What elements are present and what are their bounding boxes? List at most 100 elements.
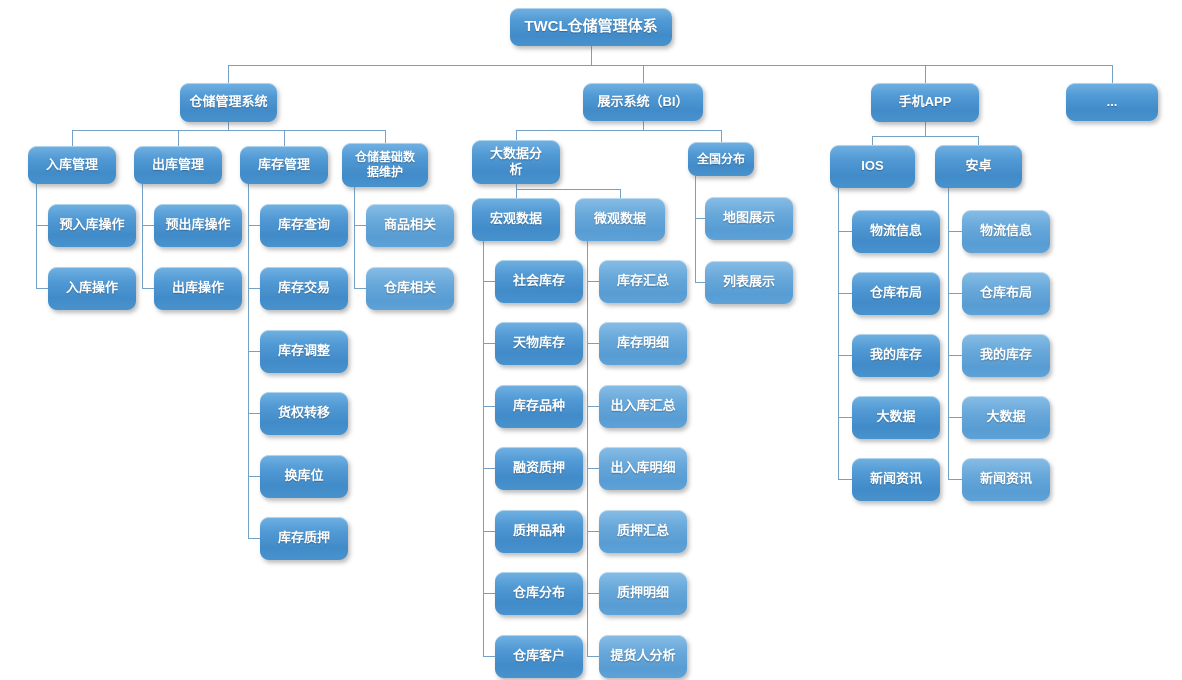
connector-line-vertical: [1111, 64, 1113, 83]
org-node-ios-my-inventory: 我的库存: [852, 334, 940, 377]
org-node-label: 仓库相关: [383, 280, 436, 296]
connector-line-horizontal: [837, 478, 852, 480]
org-node-label: 库存调整: [277, 343, 330, 359]
connector-line-horizontal: [482, 342, 495, 344]
org-node-label: 微观数据: [593, 211, 646, 227]
org-node-label: 我的库存: [869, 347, 922, 363]
connector-line-horizontal: [586, 342, 599, 344]
org-node-picker-analysis: 提货人分析: [599, 635, 687, 678]
org-node-inventory-query: 库存查询: [260, 204, 348, 247]
connector-line-horizontal: [515, 188, 620, 190]
org-node-label: 出入库明细: [610, 460, 676, 476]
connector-line-horizontal: [353, 224, 366, 226]
connector-line-vertical: [642, 64, 644, 83]
connector-line-vertical: [924, 120, 926, 136]
connector-line-horizontal: [586, 530, 599, 532]
org-node-pledge-detail: 质押明细: [599, 572, 687, 615]
connector-line-horizontal: [141, 287, 154, 289]
org-node-inbound-op: 入库操作: [48, 267, 136, 310]
connector-line-vertical: [141, 183, 143, 289]
org-node-label: 列表展示: [722, 274, 775, 290]
org-node-list-display: 列表展示: [705, 261, 793, 304]
org-node-micro-data: 微观数据: [575, 198, 665, 241]
connector-line-horizontal: [586, 592, 599, 594]
org-node-label: 新闻资讯: [979, 471, 1032, 487]
connector-line-vertical: [227, 121, 229, 130]
org-node-label: 仓库布局: [979, 285, 1032, 301]
org-node-mobile-app: 手机APP: [871, 83, 979, 122]
org-node-label: 入库管理: [45, 156, 98, 172]
connector-line-vertical: [353, 186, 355, 289]
org-node-label: 大数据: [876, 409, 916, 425]
connector-line-vertical: [694, 175, 696, 283]
org-node-label: 出库管理: [151, 156, 204, 172]
connector-line-vertical: [837, 187, 839, 480]
connector-line-vertical: [515, 188, 517, 198]
connector-line-vertical: [482, 240, 484, 657]
org-node-label: 库存交易: [277, 280, 330, 296]
org-node-big-data-analysis: 大数据分析: [472, 140, 560, 184]
connector-line-vertical: [871, 135, 873, 145]
org-node-label: 天物库存: [512, 335, 565, 351]
connector-line-horizontal: [482, 530, 495, 532]
org-node-social-inventory: 社会库存: [495, 260, 583, 303]
org-node-inventory-mgmt: 库存管理: [240, 146, 328, 184]
connector-line-vertical: [977, 135, 979, 145]
org-node-tianwu-inventory: 天物库存: [495, 322, 583, 365]
org-node-inout-detail: 出入库明细: [599, 447, 687, 490]
connector-line-horizontal: [482, 592, 495, 594]
org-node-label: 出入库汇总: [610, 398, 676, 414]
connector-line-horizontal: [947, 478, 962, 480]
org-node-label: 质押汇总: [616, 523, 669, 539]
org-node-label: 入库操作: [65, 280, 118, 296]
org-node-label: 预出库操作: [165, 217, 231, 233]
org-node-label: 仓储基础数据维护: [354, 150, 415, 179]
connector-line-horizontal: [694, 281, 705, 283]
org-node-more: ...: [1066, 83, 1158, 121]
connector-line-horizontal: [947, 230, 962, 232]
org-node-label: 全国分布: [696, 151, 745, 166]
org-node-ios-logistics-info: 物流信息: [852, 210, 940, 253]
org-node-label: 大数据分析: [489, 145, 542, 177]
org-node-inbound-mgmt: 入库管理: [28, 146, 116, 184]
connector-line-vertical: [619, 188, 621, 198]
connector-line-horizontal: [353, 287, 366, 289]
org-node-national-distribution: 全国分布: [688, 142, 754, 176]
org-node-inventory-summary: 库存汇总: [599, 260, 687, 303]
org-node-label: 新闻资讯: [869, 471, 922, 487]
org-node-pre-inbound-op: 预入库操作: [48, 204, 136, 247]
connector-line-horizontal: [694, 217, 705, 219]
org-node-inventory-pledge: 库存质押: [260, 517, 348, 560]
org-node-android-my-inventory: 我的库存: [962, 334, 1050, 377]
org-node-label: 库存品种: [512, 398, 565, 414]
connector-line-horizontal: [837, 354, 852, 356]
org-node-label: 物流信息: [869, 223, 922, 239]
org-node-android-big-data: 大数据: [962, 396, 1050, 439]
connector-line-horizontal: [141, 224, 154, 226]
org-node-label: 社会库存: [512, 273, 565, 289]
org-node-label: 物流信息: [979, 223, 1032, 239]
connector-line-horizontal: [482, 405, 495, 407]
org-node-label: 出库操作: [171, 280, 224, 296]
org-node-android-news: 新闻资讯: [962, 458, 1050, 501]
org-node-label: 展示系统（BI）: [597, 93, 689, 109]
connector-line-horizontal: [947, 292, 962, 294]
org-node-change-location: 换库位: [260, 455, 348, 498]
org-node-label: 货权转移: [277, 405, 330, 421]
connector-line-horizontal: [482, 655, 495, 657]
org-node-label: 预入库操作: [59, 217, 125, 233]
org-node-android: 安卓: [935, 145, 1022, 188]
connector-line-vertical: [227, 64, 229, 83]
connector-line-horizontal: [247, 350, 260, 352]
org-node-label: 库存质押: [277, 530, 330, 546]
connector-line-horizontal: [947, 416, 962, 418]
connector-line-horizontal: [586, 467, 599, 469]
connector-line-vertical: [590, 45, 592, 65]
org-node-label: 宏观数据: [489, 211, 542, 227]
org-node-android-warehouse-layout: 仓库布局: [962, 272, 1050, 315]
org-node-warehouse-mgmt-system: 仓储管理系统: [180, 83, 277, 122]
connector-line-horizontal: [837, 416, 852, 418]
org-node-financing-pledge: 融资质押: [495, 447, 583, 490]
connector-line-horizontal: [247, 475, 260, 477]
org-node-warehouse-related: 仓库相关: [366, 267, 454, 310]
